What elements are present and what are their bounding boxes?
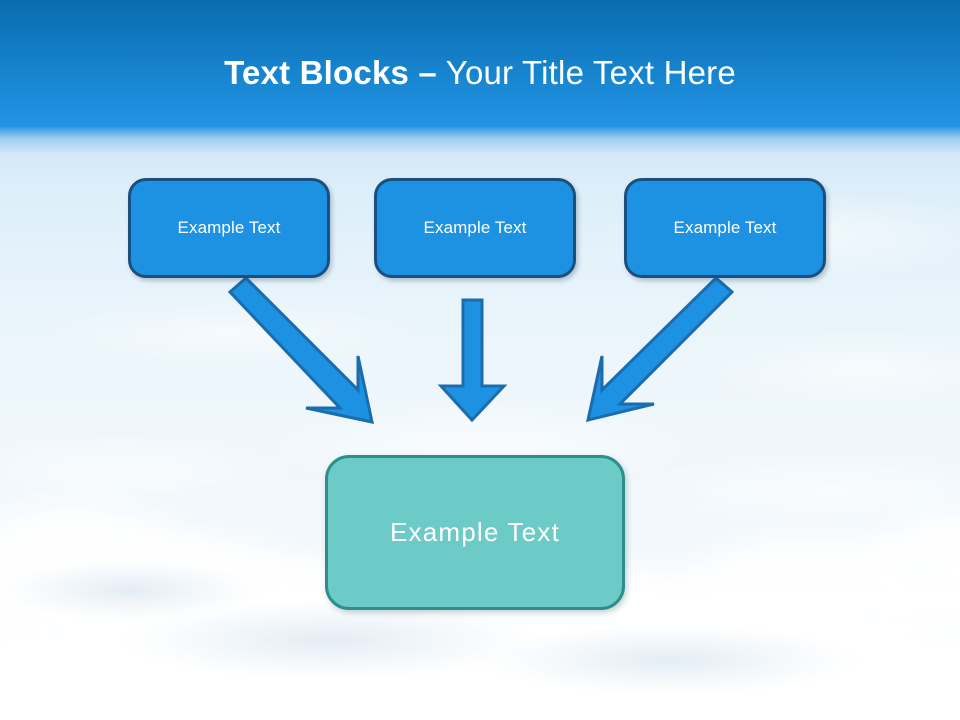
source-box-1[interactable]: Example Text xyxy=(128,178,330,278)
page-title-light: Your Title Text Here xyxy=(436,54,736,91)
header-band xyxy=(0,0,960,127)
page-title: Text Blocks – Your Title Text Here xyxy=(0,53,960,93)
source-box-3[interactable]: Example Text xyxy=(624,178,826,278)
page-title-bold: Text Blocks – xyxy=(224,54,437,91)
source-box-2-label: Example Text xyxy=(423,218,527,237)
source-box-1-label: Example Text xyxy=(177,218,281,237)
result-box[interactable]: Example Text xyxy=(325,455,625,610)
cloud-shadow xyxy=(480,625,860,695)
source-box-3-label: Example Text xyxy=(673,218,777,237)
header-fade xyxy=(0,127,960,153)
cloud-shadow xyxy=(0,560,260,620)
source-box-2[interactable]: Example Text xyxy=(374,178,576,278)
cloud-wisp xyxy=(40,300,420,370)
cloud-wisp xyxy=(700,330,960,410)
result-box-label: Example Text xyxy=(390,517,560,547)
